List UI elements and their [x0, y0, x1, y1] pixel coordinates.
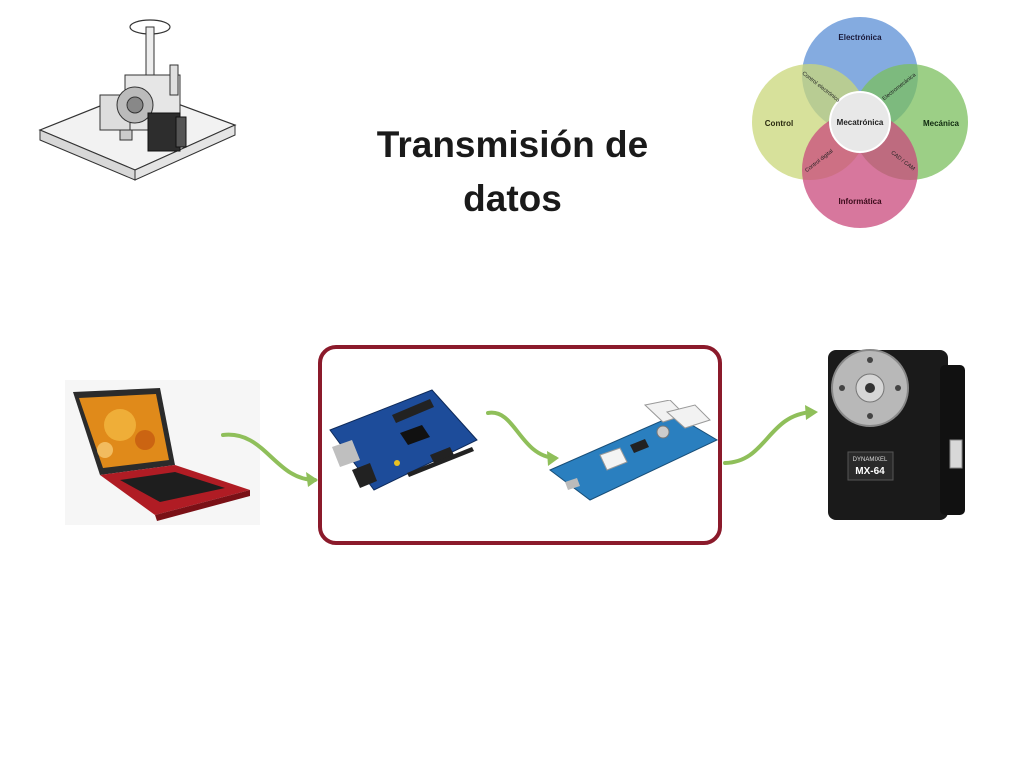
slide-title: Transmisión de datos — [340, 118, 685, 226]
arrow-right-icon — [723, 405, 818, 465]
venn-label-bottom: Informática — [838, 197, 882, 206]
laptop-image-icon — [65, 380, 260, 525]
title-line-1: Transmisión de — [376, 124, 649, 165]
venn-circle-bottom — [802, 112, 918, 228]
interface-board-image-icon — [549, 400, 719, 501]
venn-label-right: Mecánica — [923, 119, 960, 128]
venn-label-center: Mecatrónica — [837, 118, 884, 127]
venn-label-top: Electrónica — [838, 33, 882, 42]
arrow-right-icon — [221, 432, 318, 487]
servo-brand-label: DYNAMIXEL — [853, 457, 888, 463]
servo-motor-image-icon: DYNAMIXEL MX-64 — [828, 349, 965, 520]
title-line-2: datos — [463, 178, 562, 219]
venn-center — [829, 91, 891, 153]
mechanism-drawing-icon — [38, 19, 237, 181]
arrow-right-icon — [486, 410, 559, 466]
venn-label-left: Control — [765, 119, 793, 128]
servo-model-label: MX-64 — [855, 466, 885, 477]
controller-group-frame — [318, 345, 722, 545]
mechatronics-venn-diagram: Electrónica Control Mecánica Informática… — [752, 17, 968, 228]
microcontroller-board-image-icon — [329, 389, 478, 491]
